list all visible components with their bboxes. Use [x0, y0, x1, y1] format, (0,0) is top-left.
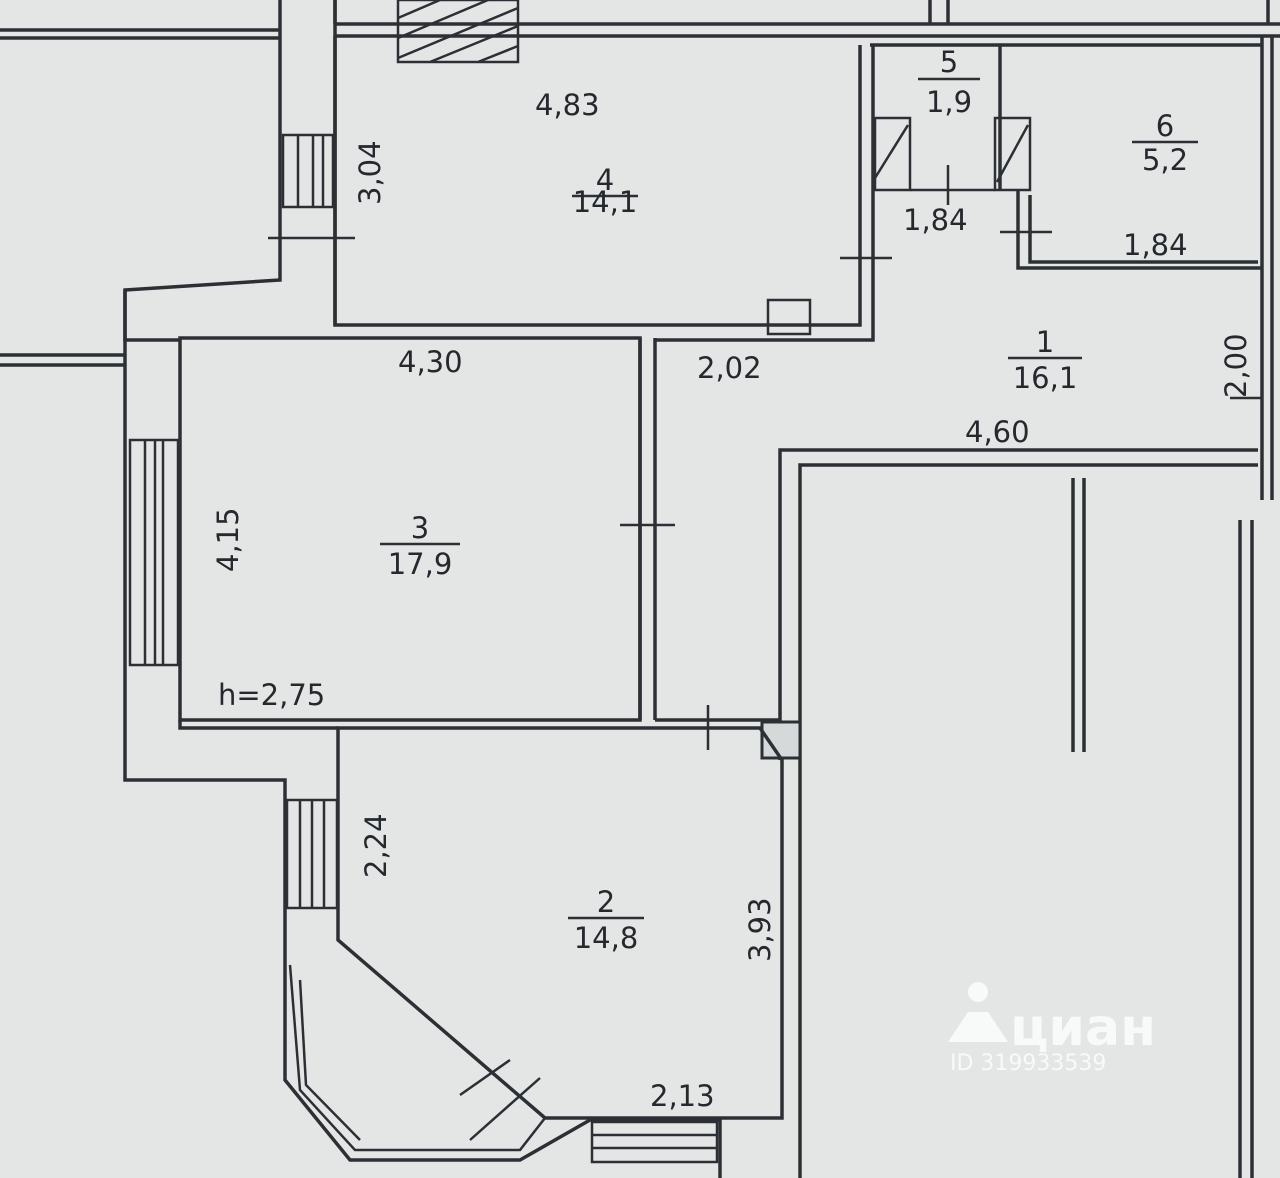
dimension-label: 4,60: [965, 415, 1030, 449]
room-number: 4: [596, 163, 614, 197]
room-number: 5: [940, 45, 958, 79]
window-left-upper: [268, 133, 355, 240]
window-room-2-side: [285, 798, 339, 910]
hall-walls: [620, 338, 1258, 1178]
dimension-label: 2,24: [359, 813, 393, 878]
dimension-label: 4,83: [535, 88, 600, 122]
room-label-5: 5 1,9: [918, 45, 980, 119]
ceiling-height-label: h=2,75: [218, 678, 325, 712]
room-label-6: 6 5,2: [1132, 109, 1198, 177]
dimension-label: 2,02: [697, 351, 762, 385]
dimension-label: 4,30: [398, 345, 463, 379]
dimension-label: 2,00: [1219, 333, 1253, 398]
location-pin-icon: [948, 982, 1008, 1042]
window-room-3: [128, 438, 180, 667]
room-number: 6: [1156, 109, 1174, 143]
room-4-details: [766, 256, 892, 336]
room-label-3: 3 17,9: [380, 511, 460, 581]
room-5-walls: [873, 116, 1052, 234]
room-area: 16,1: [1013, 361, 1078, 395]
room-label-1: 1 16,1: [1008, 325, 1082, 395]
entry-door: [1071, 396, 1262, 1178]
room-2-walls: [178, 720, 784, 1120]
room-area: 17,9: [388, 547, 453, 581]
watermark-brand: циан: [1010, 998, 1156, 1058]
room-label-4: 4 14,1: [572, 163, 638, 219]
room-area: 1,9: [926, 85, 972, 119]
room-area: 14,1: [573, 185, 638, 219]
room-number: 1: [1036, 325, 1054, 359]
dimension-label: 1,84: [1123, 228, 1188, 262]
room-3-walls: [123, 290, 642, 722]
room-number: 3: [411, 511, 429, 545]
outer-walls: [123, 0, 1262, 1178]
dimension-label: 4,15: [211, 507, 245, 572]
room-area: 5,2: [1142, 143, 1188, 177]
watermark: циан ID 319933539: [948, 982, 1156, 1076]
room-label-2: 2 14,8: [568, 885, 644, 955]
watermark-id: ID 319933539: [950, 1051, 1106, 1076]
dimension-label: 1,84: [903, 203, 968, 237]
dimension-label: 3,93: [743, 897, 777, 962]
room-area: 14,8: [574, 921, 639, 955]
room-number: 2: [597, 885, 615, 919]
stair-hatch: [396, 0, 520, 64]
balcony: [288, 964, 719, 1164]
dimension-label: 2,13: [650, 1079, 715, 1113]
dimension-label: 3,04: [353, 140, 387, 205]
